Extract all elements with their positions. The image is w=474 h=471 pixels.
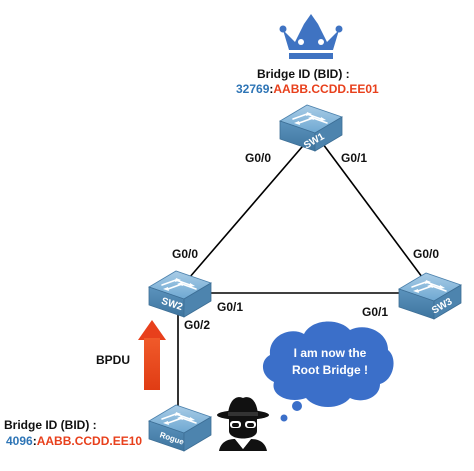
link-sw1-sw2 bbox=[182, 139, 309, 286]
switch-rogue[interactable]: Rogue bbox=[148, 404, 212, 452]
bpdu-label: BPDU bbox=[96, 353, 131, 367]
rogue-bid-priority: 4096 bbox=[6, 434, 33, 448]
switch-sw3[interactable]: SW3 bbox=[398, 272, 462, 320]
link-sw1-sw3 bbox=[319, 139, 429, 286]
speech-bubble-text: I am now the Root Bridge ! bbox=[270, 345, 390, 379]
port-sw2-top: G0/0 bbox=[172, 247, 199, 261]
rogue-bid-value: 4096:AABB.CCDD.EE10 bbox=[6, 434, 142, 448]
root-bid-mac: AABB.CCDD.EE01 bbox=[273, 82, 379, 96]
up-arrow-icon bbox=[138, 320, 166, 390]
root-bid-priority: 32769 bbox=[236, 82, 270, 96]
rogue-bid-title: Bridge ID (BID) : bbox=[4, 418, 97, 432]
root-bid-value: 32769:AABB.CCDD.EE01 bbox=[236, 82, 379, 96]
speech-bubble-line1: I am now the bbox=[293, 346, 367, 360]
switch-sw1[interactable]: SW1 bbox=[279, 104, 343, 152]
speech-bubble-line2: Root Bridge ! bbox=[292, 363, 368, 377]
port-sw2-bottom: G0/2 bbox=[184, 318, 211, 332]
port-sw3-left: G0/1 bbox=[362, 305, 389, 319]
crown-icon bbox=[279, 14, 343, 59]
port-sw1-left: G0/0 bbox=[245, 151, 272, 165]
root-bid-title: Bridge ID (BID) : bbox=[257, 67, 350, 81]
rogue-bid-separator: : bbox=[32, 434, 37, 448]
port-sw3-top: G0/0 bbox=[413, 247, 440, 261]
rogue-bid-mac: AABB.CCDD.EE10 bbox=[36, 434, 143, 448]
port-sw2-right: G0/1 bbox=[217, 300, 244, 314]
port-sw1-right: G0/1 bbox=[341, 151, 368, 165]
root-bid-separator: : bbox=[269, 82, 274, 96]
hacker-icon bbox=[217, 397, 269, 451]
speech-bubble bbox=[262, 321, 394, 422]
switch-sw2[interactable]: SW2 bbox=[148, 270, 212, 318]
